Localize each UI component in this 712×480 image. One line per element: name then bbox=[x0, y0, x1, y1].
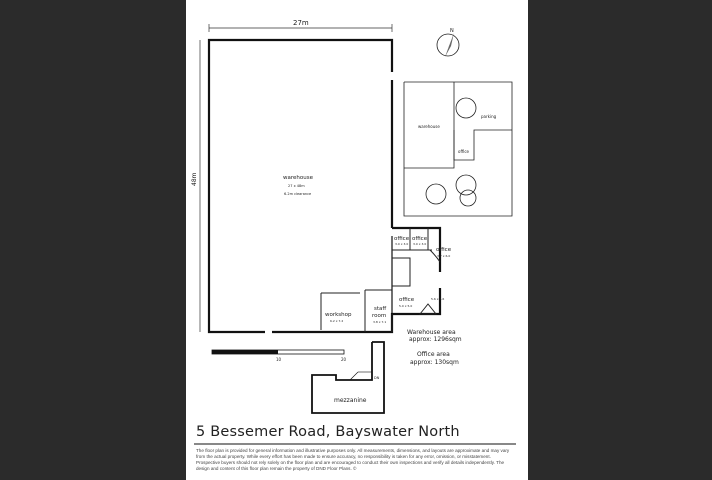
height-label: 48m bbox=[191, 172, 198, 186]
office-1-label: office bbox=[394, 236, 410, 242]
floor-plan-sheet bbox=[186, 0, 528, 480]
property-address-title: 5 Bessemer Road, Bayswater North bbox=[196, 424, 460, 440]
warehouse-label: warehouse bbox=[283, 175, 314, 181]
scale-label-10: 10 bbox=[276, 357, 282, 362]
staff-room-label-1: staff bbox=[374, 306, 386, 312]
office-area-value: approx: 130sqm bbox=[410, 359, 459, 366]
scale-bar bbox=[211, 349, 345, 355]
warehouse-walls bbox=[207, 38, 442, 334]
mezzanine-label: mezzanine bbox=[334, 397, 367, 404]
office-2-label: office bbox=[412, 236, 428, 242]
site-plan bbox=[403, 81, 513, 217]
width-dimension bbox=[208, 24, 393, 32]
workshop-size: 6.2 x 7.2 bbox=[330, 319, 343, 323]
office-area-label: Office area bbox=[417, 351, 450, 358]
compass-north: N bbox=[450, 28, 454, 34]
staff-room-label-2: room bbox=[372, 313, 386, 319]
office-3-label: office bbox=[436, 247, 452, 253]
warehouse-size: 27 x 48m bbox=[288, 184, 305, 188]
width-label: 27m bbox=[293, 19, 309, 27]
workshop-label: workshop bbox=[325, 312, 352, 318]
interior-walls bbox=[320, 228, 441, 332]
warehouse-area-value: approx: 1296sqm bbox=[409, 336, 462, 343]
office-1-size: 3.0 x 3.0 bbox=[395, 242, 408, 246]
mezzanine-walls bbox=[311, 341, 385, 414]
site-parking-label: parking bbox=[481, 114, 497, 119]
office-3-size: 3.7 x 6.0 bbox=[437, 254, 450, 258]
office-4-size-2: 5.6 x 5.6 bbox=[431, 297, 444, 301]
office-4-size: 5.0 x 5.0 bbox=[399, 304, 412, 308]
stair-label: DN bbox=[374, 376, 380, 380]
office-2-size: 3.0 x 3.0 bbox=[413, 242, 426, 246]
warehouse-clearance: 6.2m clearance bbox=[284, 192, 311, 196]
office-4-label: office bbox=[399, 297, 415, 303]
disclaimer-text: The floor plan is provided for general i… bbox=[196, 448, 510, 471]
staff-room-size: 3.8 x 7.1 bbox=[373, 320, 386, 324]
warehouse-area-label: Warehouse area bbox=[407, 329, 456, 336]
scale-label-20: 20 bbox=[341, 357, 347, 362]
site-warehouse-label: warehouse bbox=[418, 124, 440, 129]
divider bbox=[194, 443, 516, 445]
site-office-label: office bbox=[458, 149, 470, 154]
compass-icon bbox=[436, 33, 460, 57]
